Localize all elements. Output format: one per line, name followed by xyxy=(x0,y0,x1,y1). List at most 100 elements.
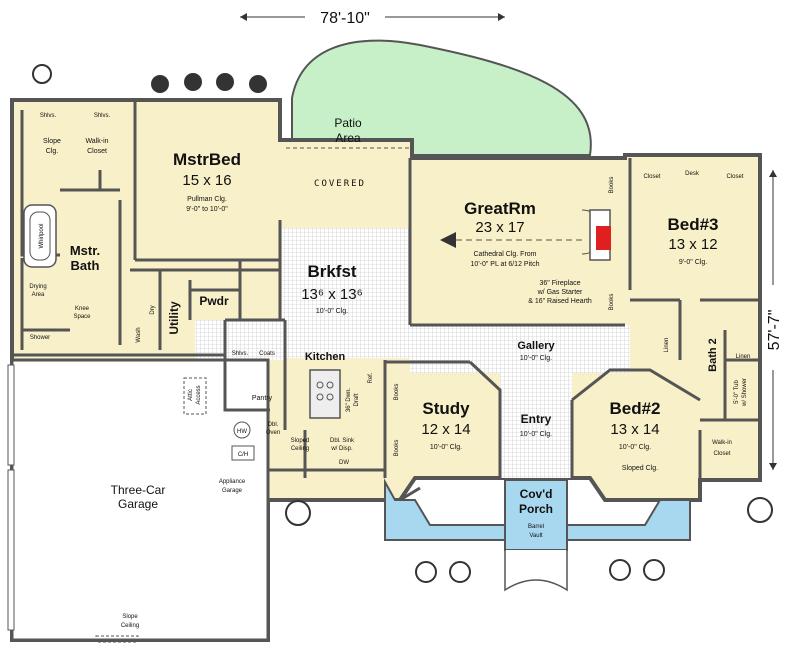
study-clg: 10'-0" Clg. xyxy=(430,444,462,451)
gallery-clg: 10'-0" Clg. xyxy=(520,355,552,362)
width-dimension xyxy=(240,13,505,21)
bed3-desk: Desk xyxy=(685,171,700,177)
slope-clg-2: Clg. xyxy=(46,148,59,155)
sloped-ceiling-1: Sloped xyxy=(291,438,310,444)
dry-label: Dry xyxy=(150,305,156,314)
bed2-sloped: Sloped Clg. xyxy=(622,465,658,472)
dbl-oven-1: Dbl. xyxy=(268,422,279,428)
brkfst-floor xyxy=(282,228,410,358)
patio-area xyxy=(291,39,592,156)
fireplace-note2: w/ Gas Starter xyxy=(537,289,583,296)
interior-walls xyxy=(12,100,760,502)
kitchen-island xyxy=(309,369,341,419)
entry-clg: 10'-0" Clg. xyxy=(520,431,552,438)
study-size: 12 x 14 xyxy=(421,421,470,438)
knee-space-1: Knee xyxy=(75,306,90,312)
greatrm-size: 23 x 17 xyxy=(475,219,524,236)
study-books1: Books xyxy=(394,384,400,401)
garage-slope-2: Ceiling xyxy=(121,623,139,629)
kitchen-shlvs: Shlvs. xyxy=(232,351,249,357)
width-label: 78'-10" xyxy=(320,10,370,27)
walkin-closet-1: Walk-in xyxy=(85,138,108,145)
fireplace-firebox xyxy=(596,226,611,250)
bed3-clg: 9'-0" Clg. xyxy=(679,259,707,266)
ref-label: Ref. xyxy=(368,372,374,383)
mstrbed-note1: Pullman Clg. xyxy=(187,196,227,203)
porch-name2: Porch xyxy=(519,502,553,516)
dbl-sink-2: w/ Disp. xyxy=(330,446,353,452)
dbl-oven-2: Oven xyxy=(266,430,280,436)
fireplace-note3: & 16" Raised Hearth xyxy=(528,298,592,305)
patio-name1: Patio xyxy=(334,116,362,130)
water-heater xyxy=(233,421,251,439)
entry-floor xyxy=(500,373,572,478)
study-name: Study xyxy=(422,399,470,418)
drying-area-1: Drying xyxy=(29,284,46,290)
pantry-label: Pantry xyxy=(252,395,273,402)
utility-name: Utility xyxy=(167,301,181,335)
barrel-vault-2: Vault xyxy=(529,533,543,539)
fireplace-note1: 36" Fireplace xyxy=(539,280,580,287)
down-draft-1: 36" Dwn. xyxy=(346,388,352,412)
bath2-linen1: Linen xyxy=(664,338,670,353)
porch-name1: Cov'd xyxy=(520,487,553,501)
bed2-name: Bed#2 xyxy=(609,399,660,418)
brkfst-size: 13⁶ x 13⁶ xyxy=(301,286,363,303)
bed3-size: 13 x 12 xyxy=(668,236,717,253)
ch-unit xyxy=(231,445,255,461)
barrel-vault-1: Barrel xyxy=(528,524,544,530)
hall-floor xyxy=(195,320,285,360)
pwdr-name: Pwdr xyxy=(199,294,229,308)
patio-name2: Area xyxy=(335,131,361,145)
bed3-closet2: Closet xyxy=(726,174,743,180)
tub-2: w/ Shower xyxy=(742,378,748,407)
bath2-linen2: Linen xyxy=(736,354,751,360)
garage-name1: Three-Car xyxy=(111,483,166,497)
bed2-size: 13 x 14 xyxy=(610,421,659,438)
knee-space-2: Space xyxy=(73,314,91,320)
mstrbed-name: MstrBed xyxy=(173,150,241,169)
shower-label: Shower xyxy=(30,335,50,341)
depth-label: 57'-7" xyxy=(766,310,783,351)
bed2-walkin-2: Closet xyxy=(713,451,730,457)
whirlpool-label: Whirlpool xyxy=(39,223,45,248)
garage-name2: Garage xyxy=(118,497,158,511)
dbl-sink-1: Dbl. Sink xyxy=(330,438,355,444)
shlvs-label-1: Shlvs. xyxy=(40,113,57,119)
greatrm-note2: 10'-0" PL at 6/12 Pitch xyxy=(471,261,540,268)
bath2-name: Bath 2 xyxy=(707,338,719,372)
attic-access-2: Access xyxy=(196,385,202,404)
wash-label: Wash xyxy=(136,327,142,342)
sloped-ceiling-2: Ceiling xyxy=(291,446,309,452)
kitchen-name: Kitchen xyxy=(305,351,346,363)
greatrm-note1: Cathedral Clg. From xyxy=(473,251,536,258)
cathedral-arrow xyxy=(440,232,456,248)
gallery-name: Gallery xyxy=(517,340,555,352)
ch-label: C/H xyxy=(238,452,248,458)
garage-slope-1: Slope xyxy=(122,614,138,620)
tub-1: 5'-0" Tub xyxy=(734,380,740,404)
drying-area-2: Area xyxy=(32,292,45,298)
study-books2: Books xyxy=(394,440,400,457)
gallery-floor xyxy=(410,325,630,373)
hw-label: HW xyxy=(237,429,247,435)
appliance-garage-2: Garage xyxy=(222,488,243,494)
slope-clg-1: Slope xyxy=(43,138,61,145)
down-draft-2: Draft xyxy=(354,393,360,406)
greatrm-books2: Books xyxy=(609,294,615,311)
appliance-garage-1: Appliance xyxy=(219,479,246,485)
depth-dimension xyxy=(769,170,777,470)
covd-porch xyxy=(504,479,568,551)
bed3-closet1: Closet xyxy=(643,174,660,180)
greatrm-name: GreatRm xyxy=(464,199,536,218)
dw-label: DW xyxy=(339,460,349,466)
bed3-name: Bed#3 xyxy=(667,215,718,234)
bed2-walkin-1: Walk-in xyxy=(712,440,732,446)
walkin-closet-2: Closet xyxy=(87,148,107,155)
covered-label: COVERED xyxy=(314,179,366,189)
landscaping xyxy=(32,64,773,583)
entry-name: Entry xyxy=(521,412,552,426)
greatrm-books1: Books xyxy=(609,177,615,194)
brkfst-clg: 10'-0" Clg. xyxy=(316,308,348,315)
